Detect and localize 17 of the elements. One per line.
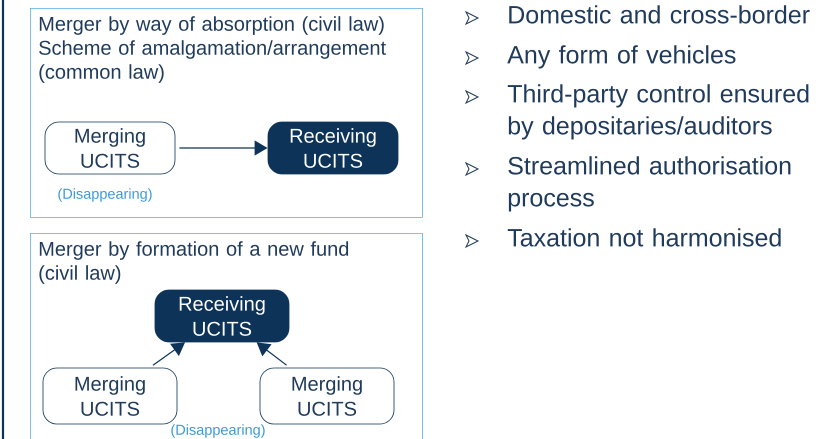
receiving-box: Receiving UCITS — [154, 290, 290, 342]
merging-box: Merging UCITS — [44, 122, 176, 174]
frame-box — [30, 233, 423, 439]
bullet-text: Any form of vehicles — [507, 45, 736, 68]
bullet-text: Domestic and cross-border — [509, 5, 810, 24]
box-title: Merger by formation of a new fund (civil law) — [39, 241, 348, 284]
merging-box: Merging UCITS — [260, 368, 394, 424]
frame-box — [30, 8, 423, 218]
merging-box: Merging UCITS — [42, 368, 178, 424]
bullet-text: Taxation not harmonised — [508, 228, 781, 247]
note: (Disappearing) — [171, 424, 265, 438]
box-title: Scheme of amalgamation/arrangement (common law) — [39, 40, 386, 83]
bullet-text: Third-party control ensured by depositaries/auditors — [508, 84, 808, 140]
box-title: Merger by way of absorption (civil law) — [40, 16, 384, 35]
receiving-box: Receiving UCITS — [268, 122, 398, 174]
bullet-text: Streamlined authorisation process — [508, 156, 790, 212]
node-label: (Disappearing) — [58, 188, 152, 202]
